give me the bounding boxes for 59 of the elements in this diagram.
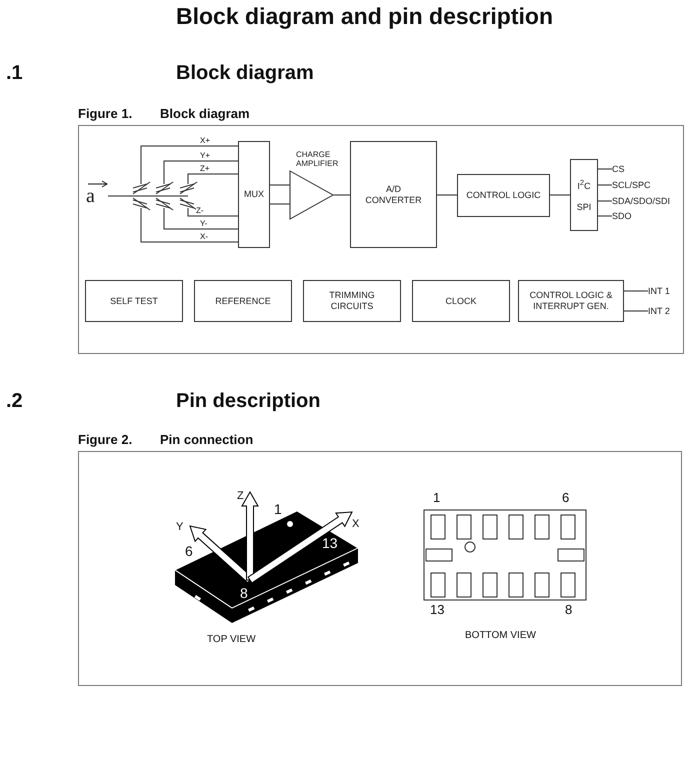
connector-line: [436, 194, 458, 196]
pin-label: SCL/SPC: [612, 178, 672, 192]
pin-number: 1: [274, 501, 282, 517]
function-block: TRIMMING CIRCUITS: [303, 280, 401, 322]
connector-line: [624, 310, 648, 312]
connector-line: [598, 200, 612, 202]
pin-number: 13: [430, 602, 444, 617]
edge-label: Y-: [200, 219, 208, 228]
edge-label: Y+: [200, 151, 210, 160]
pin-label: INT 2: [648, 304, 684, 318]
function-block: CONTROL LOGIC & INTERRUPT GEN.: [518, 280, 624, 322]
view-label: BOTTOM VIEW: [465, 630, 536, 641]
interface-block: I$^{2}$C SPI: [570, 159, 598, 231]
section-number: .2: [6, 390, 23, 413]
function-block: SELF TEST: [85, 280, 183, 322]
function-block: REFERENCE: [194, 280, 292, 322]
figure-caption: Block diagram: [160, 106, 250, 121]
mux-block: MUX: [238, 141, 270, 248]
section-heading: Pin description: [176, 390, 320, 413]
pin-number: 8: [565, 602, 572, 617]
pin-number: 1: [433, 490, 440, 505]
edge-label: Z-: [196, 206, 204, 215]
connector-line: [270, 184, 290, 186]
pin-label: INT 1: [648, 284, 684, 298]
pin-label: SDO: [612, 209, 672, 223]
pin-number: 13: [322, 535, 338, 551]
figure-number: Figure 1.: [78, 106, 132, 121]
pin-number: 8: [240, 585, 248, 601]
connector-line: [140, 212, 238, 242]
section-heading: Block diagram: [176, 62, 314, 85]
connector-line: [332, 194, 350, 196]
axis-label: Y: [176, 521, 184, 533]
pin-number: 6: [185, 543, 193, 559]
axis-label: X: [352, 518, 360, 530]
connector-line: [550, 194, 570, 196]
view-label: TOP VIEW: [207, 634, 256, 645]
edge-label: X+: [200, 136, 210, 145]
section-heading: Block diagram and pin description: [176, 3, 554, 30]
converter-block: A/D CONVERTER: [350, 141, 437, 248]
connector-line: [598, 168, 612, 170]
section-number: .1: [6, 62, 23, 85]
function-block: CLOCK: [412, 280, 510, 322]
figure-number: Figure 2.: [78, 432, 132, 447]
edge-label: Z+: [200, 164, 210, 173]
connector-line: [164, 160, 238, 180]
axis-label: Z: [237, 490, 244, 502]
figure-caption: Pin connection: [160, 432, 254, 447]
connector-line: [598, 184, 612, 186]
connector-line: [140, 146, 238, 180]
symbol-label: a: [86, 186, 108, 206]
connector-line: [188, 174, 238, 180]
pin-label: CS: [612, 162, 672, 176]
connector-line: [164, 212, 238, 230]
connector-line: [624, 290, 648, 292]
pin-number: 6: [562, 490, 570, 505]
pin-label: SDA/SDO/SDI: [612, 194, 686, 208]
connector-line: [188, 212, 238, 216]
edge-label: X-: [200, 232, 208, 241]
logic-block: CONTROL LOGIC: [457, 174, 550, 217]
